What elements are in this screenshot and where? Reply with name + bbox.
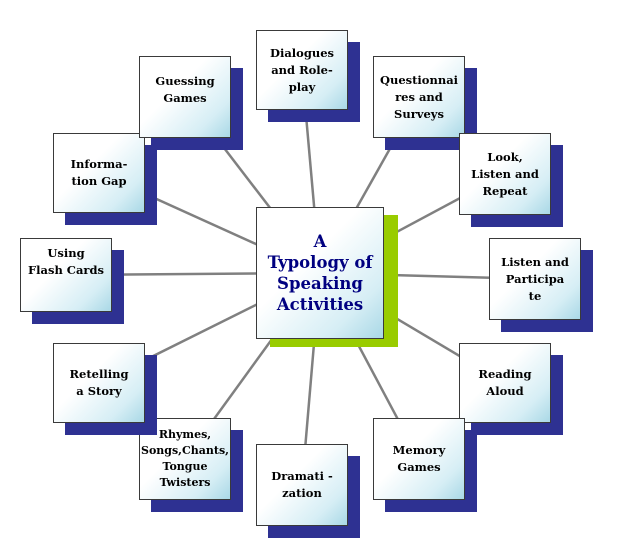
activity-rhymes-songs: Rhymes, Songs,Chants, Tongue Twisters bbox=[139, 418, 243, 512]
activity-memory-games: Memory Games bbox=[373, 418, 477, 512]
activity-box: Memory Games bbox=[373, 418, 465, 500]
activity-box: Dialogues and Role- play bbox=[256, 30, 348, 110]
center-title: A Typology of Speaking Activities bbox=[267, 232, 373, 314]
activity-dialogues: Dialogues and Role- play bbox=[256, 30, 360, 122]
activity-label: Informa- tion Gap bbox=[70, 157, 128, 188]
activity-label: Memory Games bbox=[392, 443, 446, 474]
center-node: A Typology of Speaking Activities bbox=[256, 207, 398, 347]
activity-box: Dramati - zation bbox=[256, 444, 348, 526]
activity-label: Using Flash Cards bbox=[27, 246, 104, 277]
activity-label: Retelling a Story bbox=[69, 367, 129, 398]
activity-label: Reading Aloud bbox=[478, 367, 532, 398]
activity-listen-participate: Listen and Participa te bbox=[489, 238, 593, 332]
activity-look-listen-repeat: Look, Listen and Repeat bbox=[459, 133, 563, 227]
activity-label: Look, Listen and Repeat bbox=[471, 149, 539, 198]
activity-guessing-games: Guessing Games bbox=[139, 56, 243, 150]
activity-box: Listen and Participa te bbox=[489, 238, 581, 320]
activity-label: Rhymes, Songs,Chants, Tongue Twisters bbox=[141, 428, 229, 489]
activity-box: Informa- tion Gap bbox=[53, 133, 145, 213]
activity-label: Questionnai res and Surveys bbox=[379, 72, 459, 121]
activity-label: Dramati - zation bbox=[271, 469, 333, 500]
activity-reading-aloud: Reading Aloud bbox=[459, 343, 563, 435]
activity-flash-cards: Using Flash Cards bbox=[20, 238, 124, 324]
activity-box: Questionnai res and Surveys bbox=[373, 56, 465, 138]
activity-label: Listen and Participa te bbox=[501, 254, 569, 303]
center-box: A Typology of Speaking Activities bbox=[256, 207, 384, 339]
activity-box: Look, Listen and Repeat bbox=[459, 133, 551, 215]
activity-box: Guessing Games bbox=[139, 56, 231, 138]
activity-label: Dialogues and Role- play bbox=[269, 45, 335, 94]
activity-box: Reading Aloud bbox=[459, 343, 551, 423]
activity-box: Using Flash Cards bbox=[20, 238, 112, 312]
activity-box: Retelling a Story bbox=[53, 343, 145, 423]
activity-information-gap: Informa- tion Gap bbox=[53, 133, 157, 225]
activity-questionnaires: Questionnai res and Surveys bbox=[373, 56, 477, 150]
activity-box: Rhymes, Songs,Chants, Tongue Twisters bbox=[139, 418, 231, 500]
activity-dramatization: Dramati - zation bbox=[256, 444, 360, 538]
activity-label: Guessing Games bbox=[155, 74, 215, 105]
activity-retelling-story: Retelling a Story bbox=[53, 343, 157, 435]
